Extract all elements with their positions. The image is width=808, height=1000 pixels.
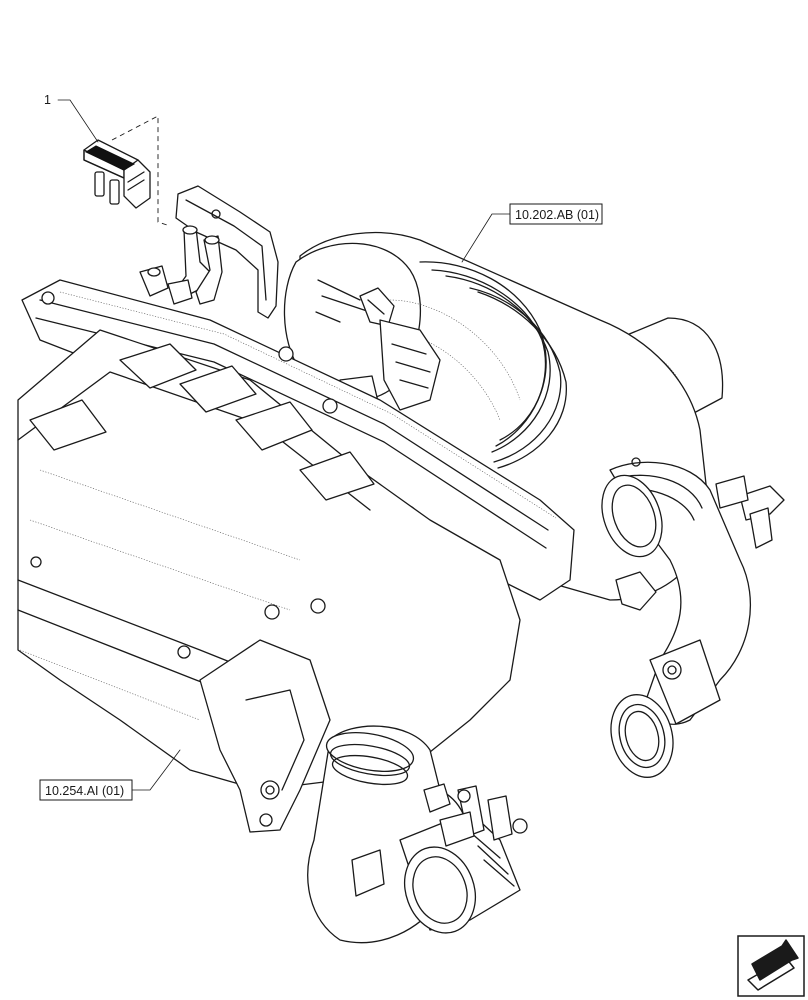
install-guide-line [111, 115, 171, 227]
ref-label-top[interactable]: 10.202.AB (01) [515, 208, 599, 222]
dpf-assembly [17, 279, 575, 833]
ref-box-bottom [39, 779, 133, 801]
next-page-arrow-icon[interactable] [737, 935, 805, 997]
outlet-elbow [307, 725, 528, 944]
ref-box-top [509, 203, 603, 225]
pressure-sensor[interactable] [83, 139, 151, 209]
ref-callout-bottom[interactable]: 10.254.AI (01) [39, 749, 181, 801]
callout-1-number[interactable]: 1 [44, 93, 51, 107]
sensor-bracket [139, 185, 279, 319]
ref-callout-top[interactable]: 10.202.AB (01) [461, 203, 603, 263]
callout-1: 1 [44, 93, 99, 143]
ref-label-bottom[interactable]: 10.254.AI (01) [45, 784, 124, 798]
